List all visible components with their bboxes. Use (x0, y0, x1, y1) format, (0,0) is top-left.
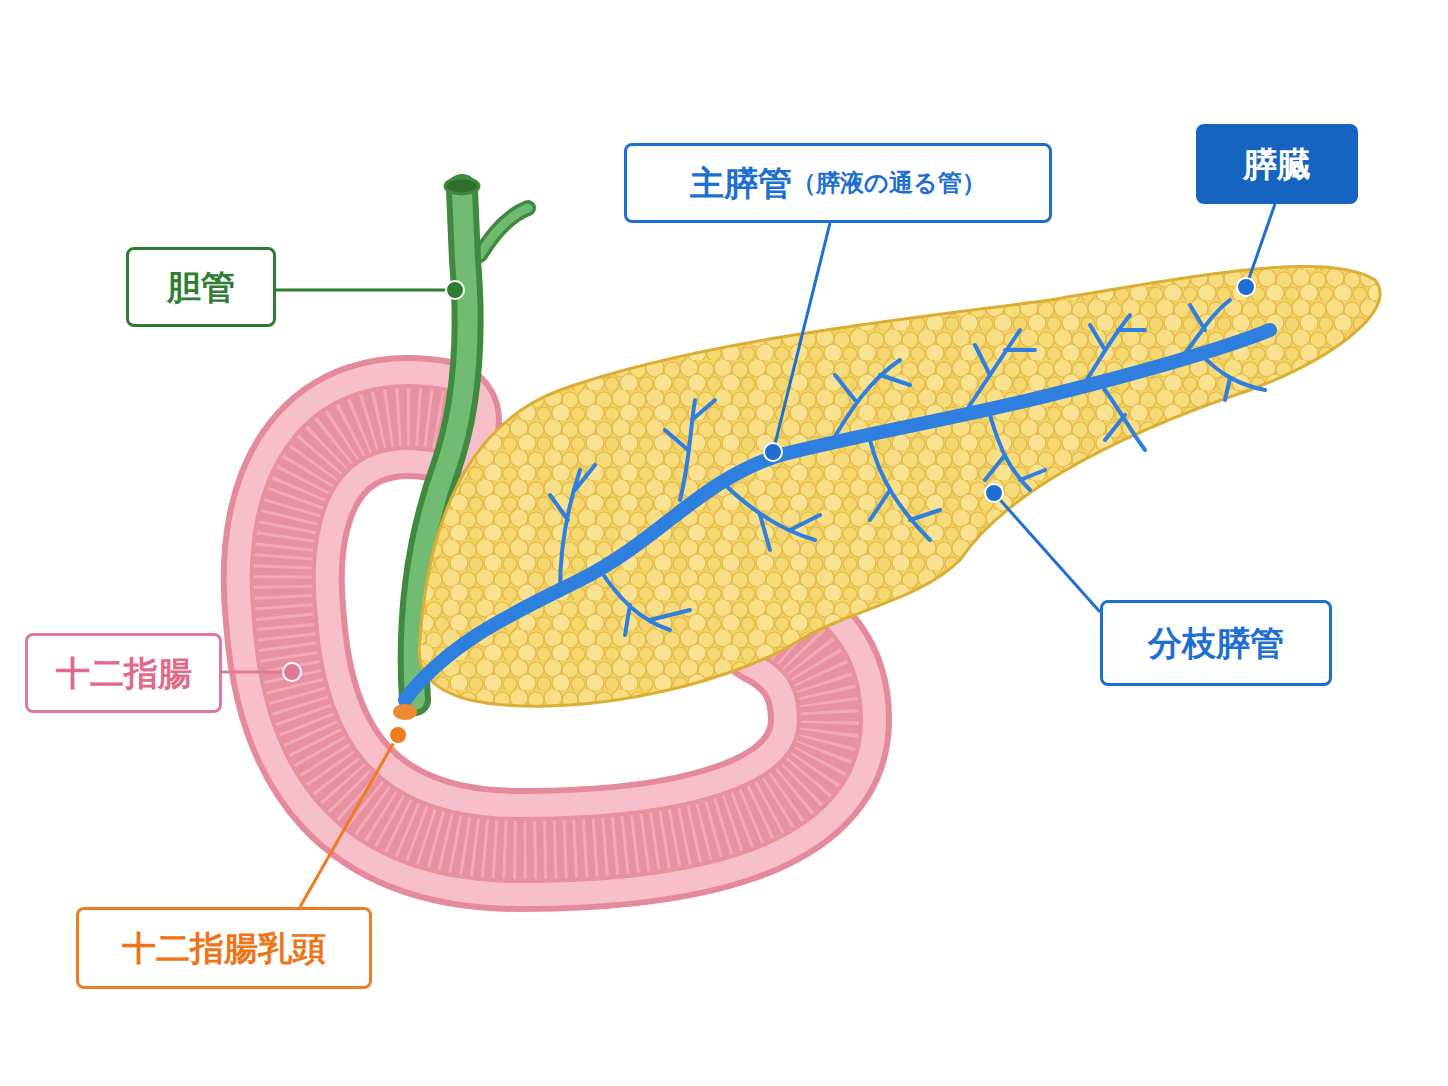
papilla-mark (393, 704, 417, 720)
callout-text: 胆管 (167, 267, 235, 308)
callout-text: 膵臓 (1243, 144, 1311, 185)
callout-box: 主膵管（膵液の通る管） (624, 143, 1052, 223)
callout-box: 胆管 (126, 247, 276, 327)
callout-note: （膵液の通る管） (792, 169, 986, 198)
callout-text: 主膵管 (690, 163, 792, 204)
callout-box: 分枝膵管 (1100, 600, 1332, 686)
callout-box: 十二指腸乳頭 (76, 907, 372, 989)
callout-text: 十二指腸 (56, 653, 192, 694)
callout-box: 十二指腸 (25, 633, 222, 713)
leader-lines (222, 204, 1275, 907)
callout-text: 分枝膵管 (1148, 623, 1284, 664)
callout-text: 十二指腸乳頭 (122, 928, 326, 969)
callout-box: 膵臓 (1196, 124, 1358, 204)
pancreas-body (419, 266, 1380, 706)
